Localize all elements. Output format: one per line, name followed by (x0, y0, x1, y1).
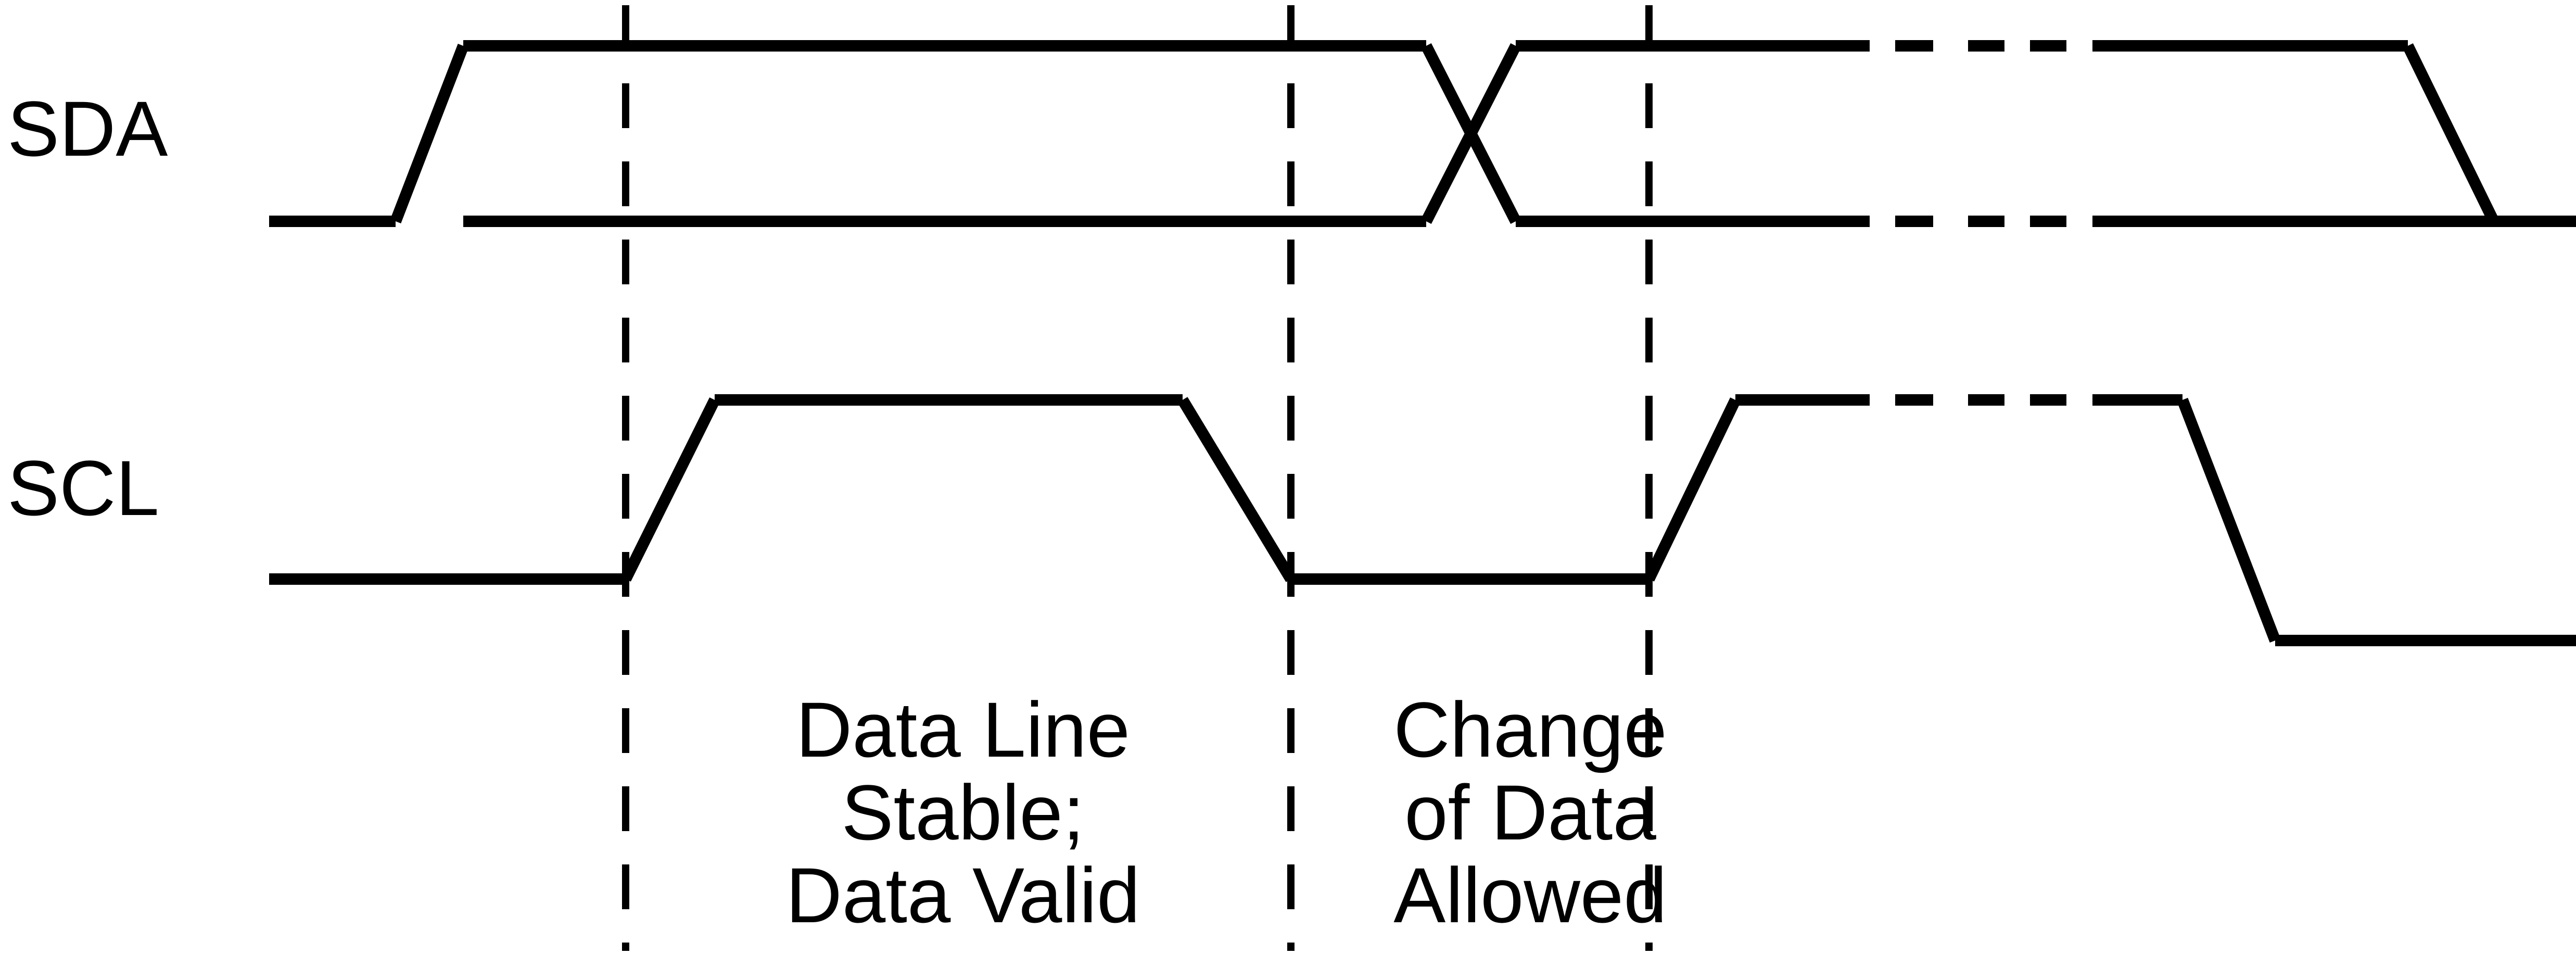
sda-crossing-rising-limb (1421, 43, 1521, 224)
scl-rising-edge-1 (620, 397, 720, 582)
scl-falling-edge-2 (2177, 398, 2281, 643)
sda-signal-label: SDA (7, 85, 168, 172)
annotation-change-of-data-allowed: Change of Data Allowed (1393, 686, 1667, 939)
scl-waveform (269, 394, 2576, 646)
sda-falling-edge (2403, 43, 2499, 224)
sda-waveform (269, 40, 2576, 227)
scl-signal-label: SCL (7, 444, 159, 532)
scl-falling-edge-1 (1177, 397, 1296, 582)
annotation-data-line-stable: Data Line Stable; Data Valid (785, 686, 1140, 939)
guide-lines (622, 5, 1653, 951)
scl-rising-edge-2 (1644, 397, 1741, 582)
sda-rising-edge (390, 44, 469, 223)
